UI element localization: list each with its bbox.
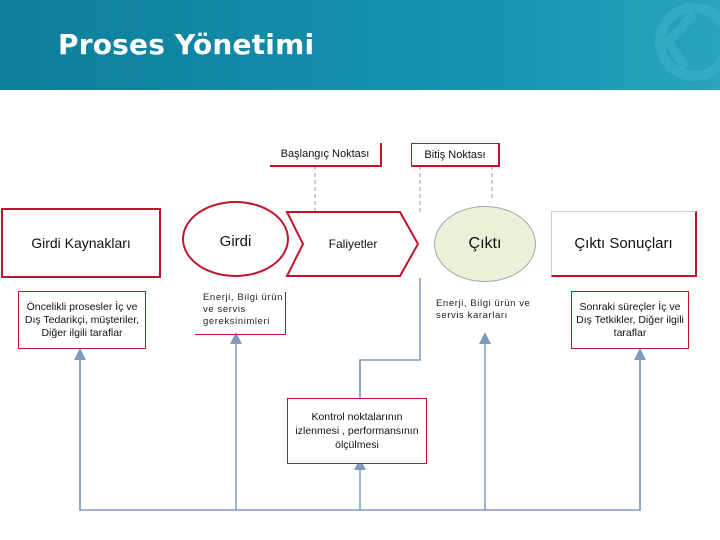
output-circle: Çıktı: [434, 206, 536, 282]
end-point-label: Bitiş Noktası: [411, 143, 500, 167]
input-sources-box: Girdi Kaynakları: [1, 208, 161, 278]
input-sources-desc: Öncelikli prosesler İç ve Dış Tedarikçi,…: [18, 291, 146, 349]
start-point-label: Başlangıç Noktası: [270, 143, 382, 167]
logo-icon: [655, 3, 720, 81]
input-desc: Enerji, Bilgi ürün ve servis gereksiniml…: [195, 292, 286, 335]
activities-label: Faliyetler: [328, 237, 378, 251]
feedback-loop-line: [359, 278, 421, 398]
control-box: Kontrol noktalarının izlenmesi , perform…: [287, 398, 427, 464]
output-results-box: Çıktı Sonuçları: [551, 211, 697, 277]
title-bar: Proses Yönetimi: [0, 0, 720, 90]
activities-arrow: [285, 211, 420, 277]
page-title: Proses Yönetimi: [58, 28, 315, 61]
results-desc: Sonraki süreçler İç ve Dış Tetkikler, Di…: [571, 291, 689, 349]
output-desc: Enerji, Bilgi ürün ve servis kararları: [436, 298, 531, 321]
input-circle: Girdi: [182, 201, 289, 277]
